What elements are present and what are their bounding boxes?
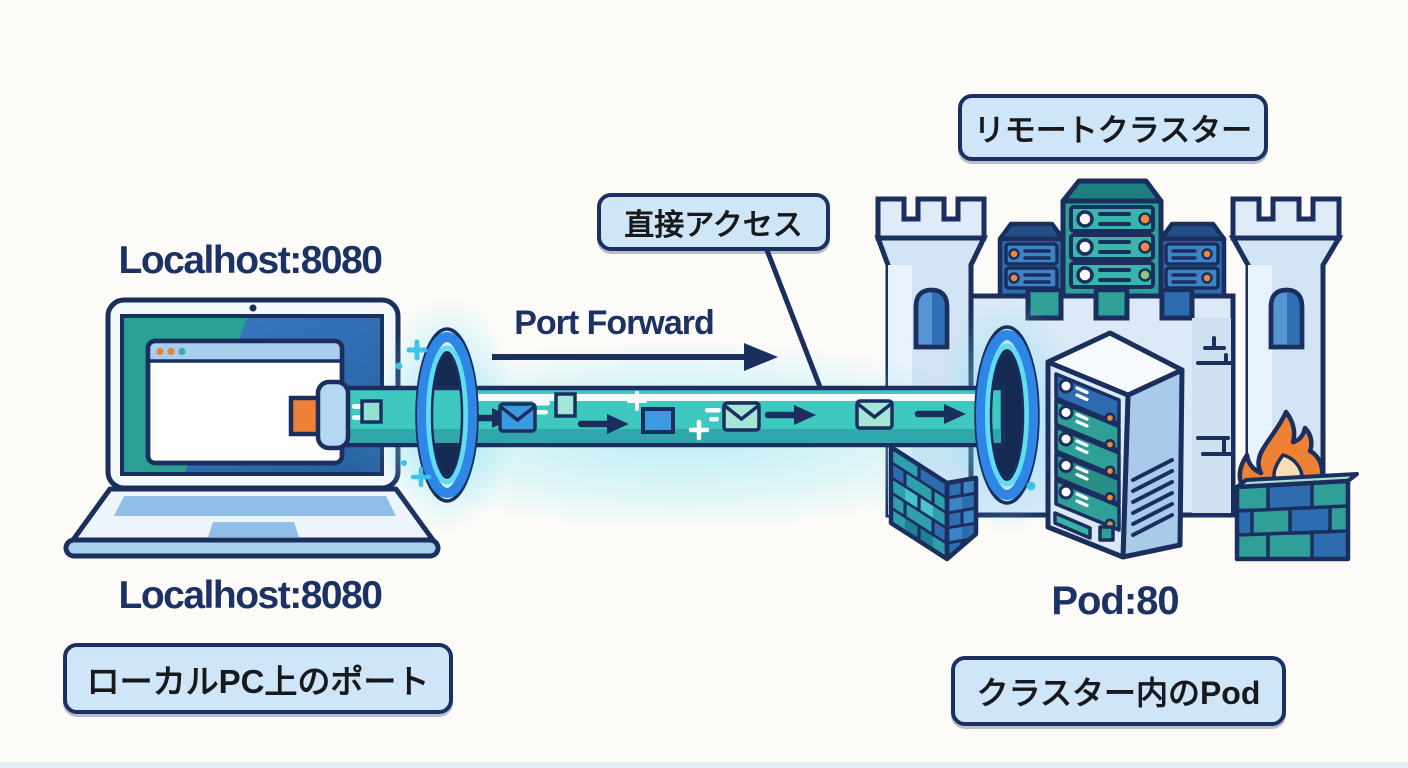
packet-square-icon <box>554 392 577 418</box>
label-localhost-bottom: Localhost:8080 <box>118 574 383 617</box>
pod-slot <box>1053 511 1092 540</box>
tube-highlights <box>352 394 985 422</box>
envelope-icon <box>498 402 537 433</box>
label-cluster-pod: クラスター内のPod <box>951 656 1286 726</box>
label-localhost-top: Localhost:8080 <box>118 239 383 282</box>
keyboard-area <box>114 496 396 516</box>
traffic-dot-icon <box>178 347 186 356</box>
tunnel-tube-icon <box>288 379 1006 451</box>
packet-square-icon <box>641 407 675 434</box>
sparkle-icon <box>395 342 1036 491</box>
pod-side-face <box>1120 367 1185 560</box>
label-port-forward: Port Forward <box>514 304 715 342</box>
traffic-dot-icon <box>156 347 164 356</box>
laptop-base <box>63 486 441 559</box>
envelope-icon <box>855 399 894 430</box>
server-feet <box>1025 287 1195 321</box>
portal-ring-right-icon <box>974 325 1040 505</box>
tower-window-icon <box>913 287 950 350</box>
label-local-pc-port: ローカルPC上のポート <box>63 643 453 714</box>
callout-pointer-icon <box>762 244 823 388</box>
tower-window-icon <box>1268 287 1305 350</box>
bottom-edge-strip <box>0 762 1408 768</box>
pod-rack-details <box>1058 378 1116 530</box>
tube-collar <box>315 379 351 451</box>
camera-dot-icon <box>249 304 257 312</box>
brick-firewall-base-icon <box>1234 472 1359 562</box>
envelope-icon <box>722 401 761 432</box>
wall-brick-detail <box>1196 336 1233 456</box>
label-direct-access: 直接アクセス <box>597 193 830 251</box>
label-remote-cluster: リモートクラスター <box>958 94 1268 161</box>
port-forward-arrow-icon <box>492 343 778 371</box>
server-rack-left-icon <box>997 221 1066 300</box>
server-rack-center-icon <box>1060 178 1164 300</box>
wall-shading <box>1192 318 1231 513</box>
traffic-dot-icon <box>167 347 175 356</box>
trackpad <box>208 522 299 537</box>
label-pod-port: Pod:80 <box>1051 579 1179 623</box>
pod-vents <box>1131 458 1174 537</box>
portal-ring-left-icon <box>415 327 479 503</box>
portal-hole-right <box>990 349 1024 481</box>
packet-square-icon <box>360 399 383 424</box>
server-rack-right-icon <box>1158 221 1227 300</box>
pod-server-icon <box>1045 330 1185 560</box>
pod-chip <box>1098 525 1115 542</box>
laptop-icon <box>63 297 441 559</box>
pod-top-face <box>1045 330 1185 398</box>
